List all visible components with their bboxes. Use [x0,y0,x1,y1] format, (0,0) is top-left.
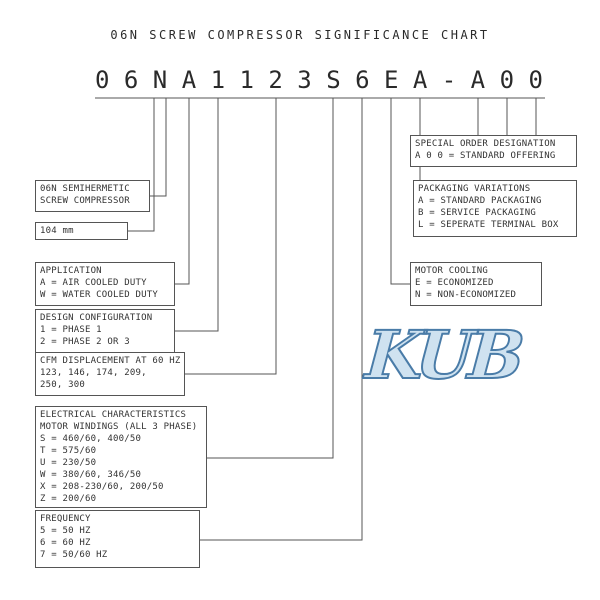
connector-electrical [205,98,334,459]
label-box-cfm-displacement: CFM DISPLACEMENT AT 60 HZ 123, 146, 174,… [35,352,185,396]
label-box-special-order: SPECIAL ORDER DESIGNATION A 0 0 = STANDA… [410,135,577,167]
box-line: L = SEPERATE TERMINAL BOX [418,220,559,230]
box-line: W = WATER COOLED DUTY [40,290,158,300]
label-box-application: APPLICATION A = AIR COOLED DUTY W = WATE… [35,262,175,306]
box-line: A = AIR COOLED DUTY [40,278,147,288]
label-box-compressor-family: 06N SEMIHERMETIC SCREW COMPRESSOR [35,180,150,212]
box-line: U = 230/50 [40,458,97,468]
kub-logo: KUB [362,315,523,395]
label-box-rotor-size: 104 mm [35,222,128,240]
connector-compressor-family [150,98,167,197]
box-line: FREQUENCY [40,514,91,524]
box-line: T = 575/60 [40,446,97,456]
box-line: A = STANDARD PACKAGING [418,196,542,206]
box-line: 1 = PHASE 1 [40,325,102,335]
box-line: 5 = 50 HZ [40,526,91,536]
box-line: DESIGN CONFIGURATION [40,313,153,323]
box-line: CFM DISPLACEMENT AT 60 HZ [40,356,181,366]
label-box-packaging: PACKAGING VARIATIONS A = STANDARD PACKAG… [413,180,577,237]
label-box-electrical: ELECTRICAL CHARACTERISTICS MOTOR WINDING… [35,406,207,508]
box-line: B = SERVICE PACKAGING [418,208,536,218]
box-line: APPLICATION [40,266,102,276]
box-line: 123, 146, 174, 209, [40,368,147,378]
connector-frequency [200,98,363,541]
box-line: W = 380/60, 346/50 [40,470,142,480]
connector-design-configuration [175,98,219,332]
box-line: 250, 300 [40,380,85,390]
box-line: Z = 200/60 [40,494,97,504]
box-line: S = 460/60, 400/50 [40,434,142,444]
label-box-motor-cooling: MOTOR COOLING E = ECONOMIZED N = NON-ECO… [410,262,542,306]
box-line: 06N SEMIHERMETIC [40,184,130,194]
box-line: A 0 0 = STANDARD OFFERING [415,151,556,161]
label-box-frequency: FREQUENCY 5 = 50 HZ 6 = 60 HZ 7 = 50/60 … [35,510,200,568]
box-line: SPECIAL ORDER DESIGNATION [415,139,556,149]
box-line: 7 = 50/60 HZ [40,550,108,560]
box-line: MOTOR WINDINGS (ALL 3 PHASE) [40,422,198,432]
box-line: 2 = PHASE 2 OR 3 [40,337,130,347]
model-number: 0 6 N A 1 1 2 3 S 6 E A - A 0 0 [95,66,543,94]
connector-application [175,98,190,285]
chart-title: 06N SCREW COMPRESSOR SIGNIFICANCE CHART [110,28,490,42]
box-line: E = ECONOMIZED [415,278,494,288]
box-line: 6 = 60 HZ [40,538,91,548]
box-line: ELECTRICAL CHARACTERISTICS [40,410,187,420]
box-line: MOTOR COOLING [415,266,489,276]
box-line: PACKAGING VARIATIONS [418,184,531,194]
connector-motor-cooling [390,98,410,285]
box-line: 104 mm [40,226,74,236]
box-line: X = 208-230/60, 200/50 [40,482,164,492]
label-box-design-configuration: DESIGN CONFIGURATION 1 = PHASE 1 2 = PHA… [35,309,175,353]
connector-cfm-displacement [185,98,277,375]
box-line: SCREW COMPRESSOR [40,196,130,206]
box-line: N = NON-ECONOMIZED [415,290,517,300]
